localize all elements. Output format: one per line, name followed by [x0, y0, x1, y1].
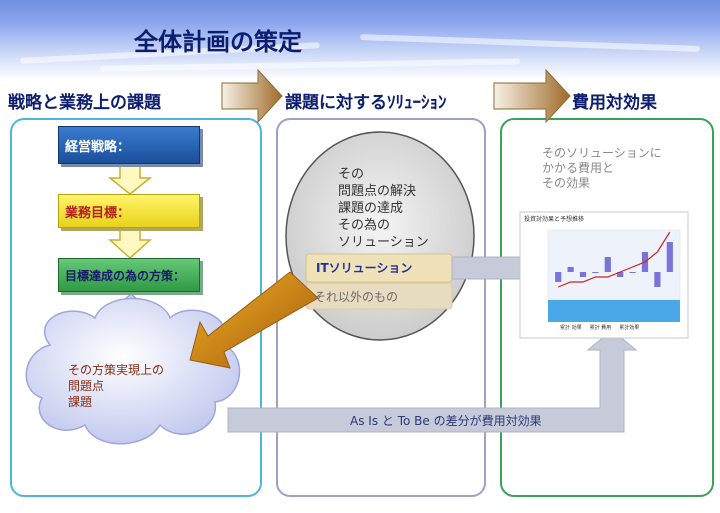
box-business-goal-label: 業務目標： [65, 205, 131, 221]
box-management-strategy-label: 経営戦略： [65, 139, 131, 155]
mini-chart-line [557, 231, 671, 288]
mini-chart-bar [579, 272, 587, 277]
oval-line: 問題点の解決 [338, 184, 417, 199]
mini-chart-plot-area [547, 229, 681, 301]
mini-chart-bar [654, 272, 661, 287]
down-arrow-2 [108, 225, 152, 260]
page-title: 全体計画の策定 [134, 28, 302, 56]
legend-item: 累計 費用 [589, 325, 612, 331]
mini-chart-base-band [548, 300, 680, 322]
header-strategy: 戦略と業務上の課題 [8, 93, 161, 113]
cloud-text: その方策実現上の 問題点 課題 [68, 362, 164, 410]
cloud-line: 課題 [68, 395, 93, 409]
oval-line: 課題の達成 [338, 201, 404, 216]
other-solution-label: それ以外のもの [314, 290, 399, 304]
box-goal-measures: 目標達成の為の方策： [58, 258, 200, 292]
legend-item: 累計効果 [619, 325, 640, 331]
oval-line: その為の [338, 218, 391, 233]
oval-line: ソリューション [338, 235, 429, 250]
header-arrow-1 [221, 68, 283, 124]
legend-item: 累計 効果 [560, 325, 582, 331]
it-solution-label: ITソリューション [316, 261, 413, 275]
header-solution: 課題に対するｿﾘｭｰｼｮﾝ [285, 93, 447, 113]
mini-chart-bar [555, 272, 562, 282]
cost-line: そのソリューションに [542, 146, 662, 160]
mini-chart-title: 投資対効果と予想推移 [524, 216, 585, 223]
mini-chart-bar [629, 272, 636, 273]
mini-chart-bar [604, 257, 611, 272]
cloud-line: 問題点 [68, 379, 105, 393]
oval-line: その [338, 167, 365, 182]
orange-diagonal-arrow [189, 271, 319, 369]
mini-chart-bar [592, 272, 599, 273]
mini-chart-bar [567, 267, 574, 272]
bottom-arrow [227, 329, 638, 433]
cloud-line: その方策実現上の [68, 363, 165, 377]
down-arrow-1 [107, 165, 153, 195]
cost-text: そのソリューションに かかる費用と その効果 [542, 146, 662, 191]
box-goal-measures-label: 目標達成の為の方策： [65, 268, 186, 283]
problem-cloud [25, 297, 241, 445]
box-management-strategy: 経営戦略： [58, 126, 200, 164]
mini-chart-bar [666, 242, 673, 272]
cost-line: かかる費用と [542, 161, 615, 175]
header-arrow-2 [493, 68, 571, 124]
box-business-goal: 業務目標： [58, 194, 200, 228]
mini-chart-bar [617, 272, 624, 277]
mini-chart-legend: 累計 効果 累計 費用 累計効果 [560, 324, 639, 331]
cost-line: その効果 [542, 176, 591, 190]
header-cost-effect: 費用対効果 [572, 93, 657, 113]
title-banner [0, 0, 720, 80]
bottom-arrow-label: As Is と To Be の差分が費用対効果 [350, 414, 542, 428]
oval-text: その 問題点の解決 課題の達成 その為の ソリューション [338, 166, 429, 251]
